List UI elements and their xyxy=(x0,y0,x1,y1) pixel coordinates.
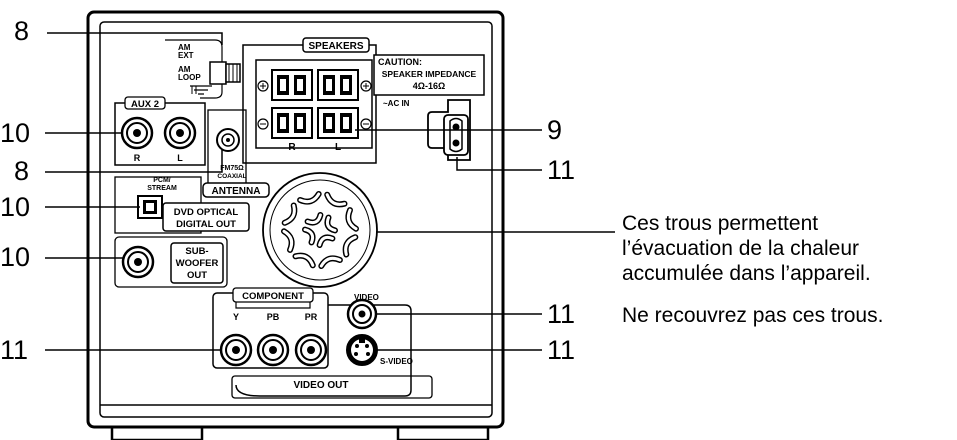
video-label: VIDEO xyxy=(354,293,379,302)
vent-slot xyxy=(346,208,358,231)
speakers-label-box xyxy=(302,37,370,53)
fm-antenna-section: FM75Ω COAXIAL ANTENNA xyxy=(202,109,270,198)
component-label: COMPONENT xyxy=(242,291,304,302)
callout-11-svideo: 11 xyxy=(547,335,575,365)
subwoofer-label-2: WOOFER xyxy=(176,258,219,269)
ventilation-caption: Ces trous permettent l’évacuation de la … xyxy=(622,212,883,327)
component-section: COMPONENT Y PB PR xyxy=(212,287,329,369)
component-y-label: Y xyxy=(233,312,239,322)
aux2-section: AUX 2 R L xyxy=(114,96,206,166)
vent-slot xyxy=(294,254,315,267)
video-out-label: VIDEO OUT xyxy=(293,380,348,391)
fm-coaxial-label-2: COAXIAL xyxy=(217,173,246,180)
vent-slot xyxy=(306,213,322,225)
vent-slot xyxy=(298,192,321,204)
ac-in-label: ~AC IN xyxy=(383,99,410,108)
speaker-impedance-label: SPEAKER IMPEDANCE xyxy=(382,69,477,79)
am-antenna-section: AM EXT AM LOOP xyxy=(165,39,241,99)
callout-10-optical: 10 xyxy=(0,192,30,222)
subwoofer-section: SUB- WOOFER OUT xyxy=(114,236,228,288)
aux2-label: AUX 2 xyxy=(131,99,159,110)
vent-slot xyxy=(283,204,296,225)
pcm-stream-label-2: STREAM xyxy=(147,185,177,192)
callout-8-am: 8 xyxy=(14,16,29,46)
ventilation-grille xyxy=(262,172,378,288)
callout-11-video: 11 xyxy=(547,299,575,329)
caution-label: CAUTION: xyxy=(378,57,422,67)
vent-slot xyxy=(325,216,337,232)
callout-8-fm: 8 xyxy=(14,156,29,186)
am-ext-label: AM xyxy=(178,43,191,52)
fm-coaxial-label: FM75Ω xyxy=(220,165,244,172)
video-section: VIDEO OUT VIDEO S-VIDEO xyxy=(231,293,433,399)
speaker-l-label: L xyxy=(335,142,341,153)
am-loop-label: AM xyxy=(178,65,191,74)
speakers-section: SPEAKERS R L xyxy=(242,37,377,164)
chassis-inner xyxy=(99,21,493,418)
vent-slot xyxy=(344,235,357,256)
vent-slot xyxy=(325,193,346,206)
component-pr-label: PR xyxy=(305,312,318,322)
vent-slot xyxy=(282,229,294,252)
caution-box: CAUTION: SPEAKER IMPEDANCE 4Ω-16Ω xyxy=(373,54,485,96)
callout-10-aux: 10 xyxy=(0,118,30,148)
caption-line-3: accumulée dans l’appareil. xyxy=(622,262,871,285)
callout-9-speakers: 9 xyxy=(547,115,562,145)
callout-10-subwoofer: 10 xyxy=(0,242,30,272)
am-terminal-block[interactable] xyxy=(209,61,227,85)
pcm-stream-label: PCM/ xyxy=(153,177,171,184)
dvd-optical-label: DVD OPTICAL xyxy=(174,207,239,218)
impedance-range-label: 4Ω-16Ω xyxy=(413,81,445,91)
speakers-label: SPEAKERS xyxy=(308,41,363,52)
speaker-r-label: R xyxy=(288,142,296,153)
vent-slot xyxy=(318,235,334,247)
antenna-label: ANTENNA xyxy=(212,186,261,197)
leader-lines xyxy=(45,32,615,351)
speakers-inner-frame xyxy=(255,59,373,149)
caption-line-4: Ne recouvrez pas ces trous. xyxy=(622,304,883,327)
vent-slot xyxy=(319,256,342,268)
callout-numbers: 8 10 8 10 10 11 9 11 11 11 xyxy=(0,16,575,365)
am-loop-label-2: LOOP xyxy=(178,73,201,82)
caption-line-2: l’évacuation de la chaleur xyxy=(622,237,859,260)
s-video-label: S-VIDEO xyxy=(380,357,413,366)
component-pb-label: PB xyxy=(267,312,280,322)
vent-slot xyxy=(303,228,315,244)
aux2-l-label: L xyxy=(177,153,183,163)
caption-line-1: Ces trous permettent xyxy=(622,212,818,235)
subwoofer-label: SUB- xyxy=(185,246,208,257)
aux2-r-label: R xyxy=(134,153,141,163)
subwoofer-label-3: OUT xyxy=(187,270,207,281)
callout-11-ac: 11 xyxy=(547,155,575,185)
digital-out-label: DIGITAL OUT xyxy=(176,219,236,230)
optical-section: PCM/ STREAM DVD OPTICAL DIGITAL OUT xyxy=(114,176,250,234)
callout-11-component: 11 xyxy=(0,335,28,365)
am-ext-label-2: EXT xyxy=(178,51,194,60)
